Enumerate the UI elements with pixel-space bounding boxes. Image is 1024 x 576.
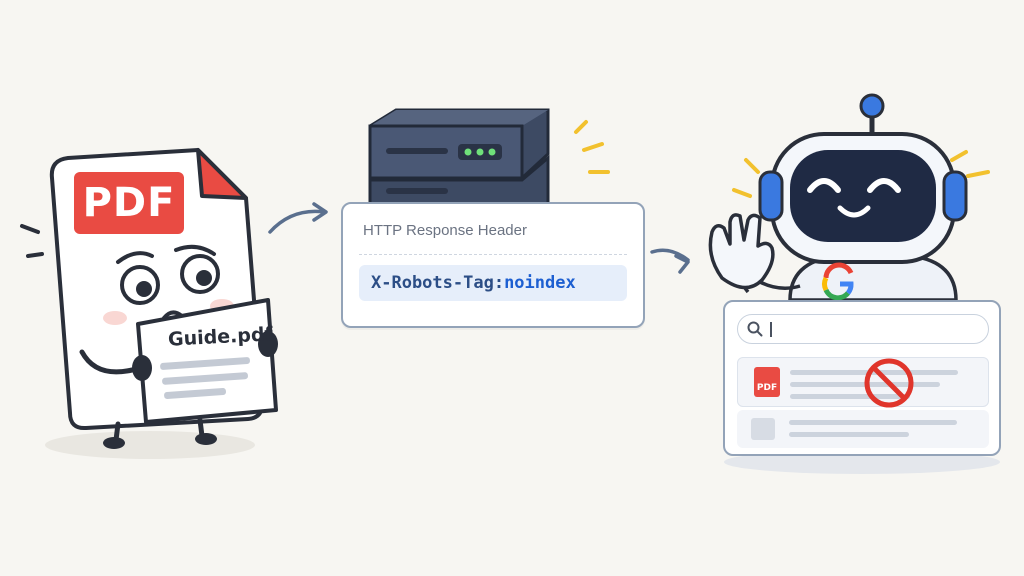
header-code-line: X-Robots-Tag: noindex	[359, 265, 627, 301]
http-header-card: HTTP Response Header X-Robots-Tag: noind…	[341, 202, 645, 328]
robot-icon	[708, 93, 990, 302]
card-title: HTTP Response Header	[363, 222, 527, 239]
server-icon	[368, 108, 610, 206]
search-results-panel: PDF	[723, 300, 1001, 456]
result-line	[790, 394, 910, 399]
pdf-file-icon: PDF	[754, 367, 780, 397]
result-thumbnail	[751, 418, 775, 440]
google-g-icon	[822, 262, 854, 301]
result-line	[789, 420, 957, 425]
result-line	[790, 370, 958, 375]
search-input[interactable]	[737, 314, 989, 344]
pdf-badge: PDF	[74, 172, 184, 234]
header-value: noindex	[504, 273, 576, 293]
no-entry-icon	[864, 358, 914, 408]
search-result[interactable]	[737, 410, 989, 448]
search-result-pdf[interactable]: PDF	[737, 357, 989, 408]
arrow-icon	[268, 209, 326, 234]
text-caret	[770, 322, 772, 337]
header-name: X-Robots-Tag:	[371, 273, 505, 293]
divider	[359, 254, 627, 255]
search-icon	[747, 321, 763, 337]
result-line	[789, 432, 909, 437]
